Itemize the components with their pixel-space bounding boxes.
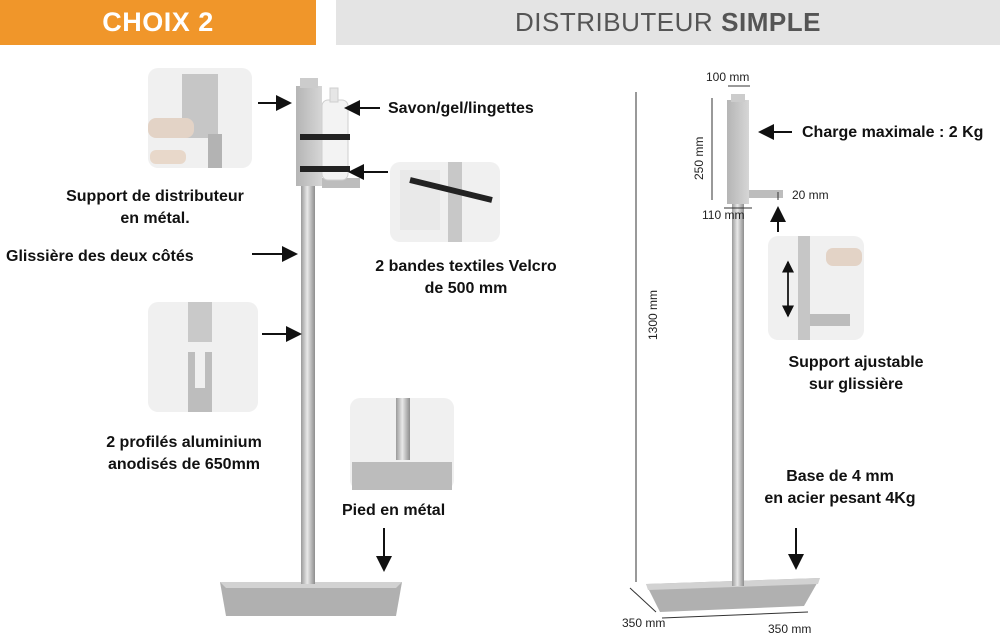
- profiles-label: 2 profilés aluminium anodisés de 650mm: [84, 432, 284, 476]
- adjustable-label-line1: Support ajustable: [788, 354, 924, 371]
- dim-base-depth: 350 mm: [622, 616, 666, 630]
- right-stand: [646, 94, 820, 612]
- velcro-label-line2: de 500 mm: [424, 280, 508, 297]
- support-label-line1: Support de distributeur: [66, 188, 244, 205]
- dim-depth-20: 20 mm: [792, 188, 829, 202]
- dim-base-width: 350 mm: [768, 622, 812, 636]
- title-bold: SIMPLE: [721, 7, 821, 37]
- choice-label: CHOIX 2: [102, 7, 214, 37]
- profiles-label-line1: 2 profilés aluminium: [106, 434, 262, 451]
- base-label: Base de 4 mm en acier pesant 4Kg: [752, 466, 928, 510]
- savon-label: Savon/gel/lingettes: [388, 100, 534, 117]
- choice-banner: CHOIX 2: [0, 0, 316, 45]
- dim-height-total: 1300 mm: [646, 289, 660, 340]
- dim-width-110: 110 mm: [702, 208, 745, 222]
- pied-label: Pied en métal: [342, 502, 446, 519]
- title-banner: DISTRIBUTEUR SIMPLE: [336, 0, 1000, 45]
- base-label-line1: Base de 4 mm: [786, 468, 894, 485]
- glissiere-label: Glissière des deux côtés: [6, 248, 194, 265]
- title-regular: DISTRIBUTEUR: [515, 7, 714, 37]
- adjustable-label: Support ajustable sur glissière: [770, 352, 942, 396]
- base-label-line2: en acier pesant 4Kg: [764, 490, 916, 507]
- velcro-label-line1: 2 bandes textiles Velcro: [375, 258, 557, 275]
- left-stand: [220, 78, 402, 616]
- velcro-label: 2 bandes textiles Velcro de 500 mm: [356, 256, 576, 300]
- dim-height-250: 250 mm: [692, 136, 706, 180]
- support-label-line2: en métal.: [120, 210, 190, 227]
- dim-top-width: 100 mm: [706, 70, 750, 84]
- charge-label: Charge maximale : 2 Kg: [802, 124, 984, 141]
- adjustable-label-line2: sur glissière: [808, 376, 904, 393]
- profiles-label-line2: anodisés de 650mm: [107, 456, 261, 473]
- support-label: Support de distributeur en métal.: [48, 186, 262, 230]
